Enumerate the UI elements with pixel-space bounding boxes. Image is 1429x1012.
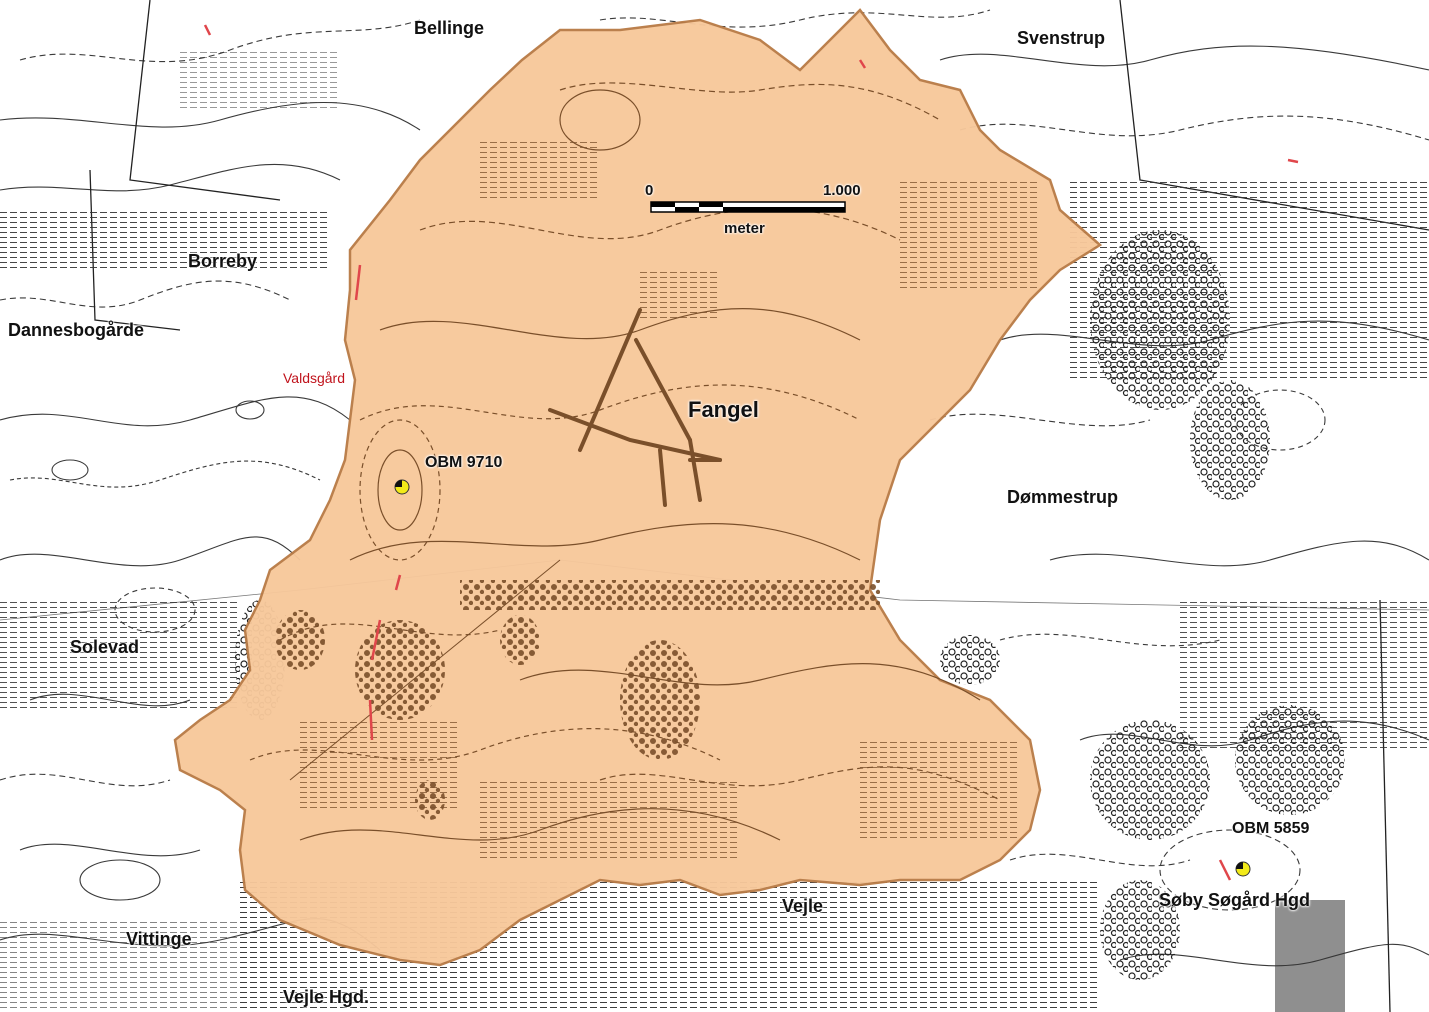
fangel-roads: [548, 308, 722, 507]
place-label-dommestrup: Dømmestrup: [1007, 487, 1119, 507]
marker-obm-9710-graphic: [394, 479, 410, 495]
scale-bar-unit-label: meter: [724, 220, 765, 237]
place-label-solevad: Solevad: [70, 637, 140, 657]
place-label-dannesbogarde: Dannesbogårde: [8, 320, 145, 340]
scale-bar-graphic: [650, 201, 846, 213]
scale-bar-end-label: 1.000: [823, 182, 861, 199]
place-label-svenstrup: Svenstrup: [1017, 28, 1106, 48]
study-area-woodland: [275, 580, 880, 820]
study-area-hatching: [300, 140, 1040, 860]
place-label-valdsgard: Valdsgård: [283, 370, 346, 386]
red-marks: [203, 24, 1299, 881]
place-label-soby-sogard-hgd: Søby Søgård Hgd: [1159, 890, 1311, 910]
scale-bar-start-label: 0: [645, 182, 654, 199]
place-label-fangel: Fangel: [688, 397, 759, 422]
marker-obm-5859-graphic: [1235, 861, 1251, 877]
place-label-vejle-hgd: Vejle Hgd.: [283, 987, 370, 1007]
place-label-bellinge: Bellinge: [414, 18, 485, 38]
marker-label-obm-9710: OBM 9710: [425, 454, 503, 471]
place-label-vittinge: Vittinge: [126, 929, 192, 949]
place-label-borreby: Borreby: [188, 251, 258, 271]
marker-label-obm-5859: OBM 5859: [1232, 820, 1310, 837]
place-label-vejle: Vejle: [782, 896, 824, 916]
background-woodland: [235, 230, 1345, 1012]
